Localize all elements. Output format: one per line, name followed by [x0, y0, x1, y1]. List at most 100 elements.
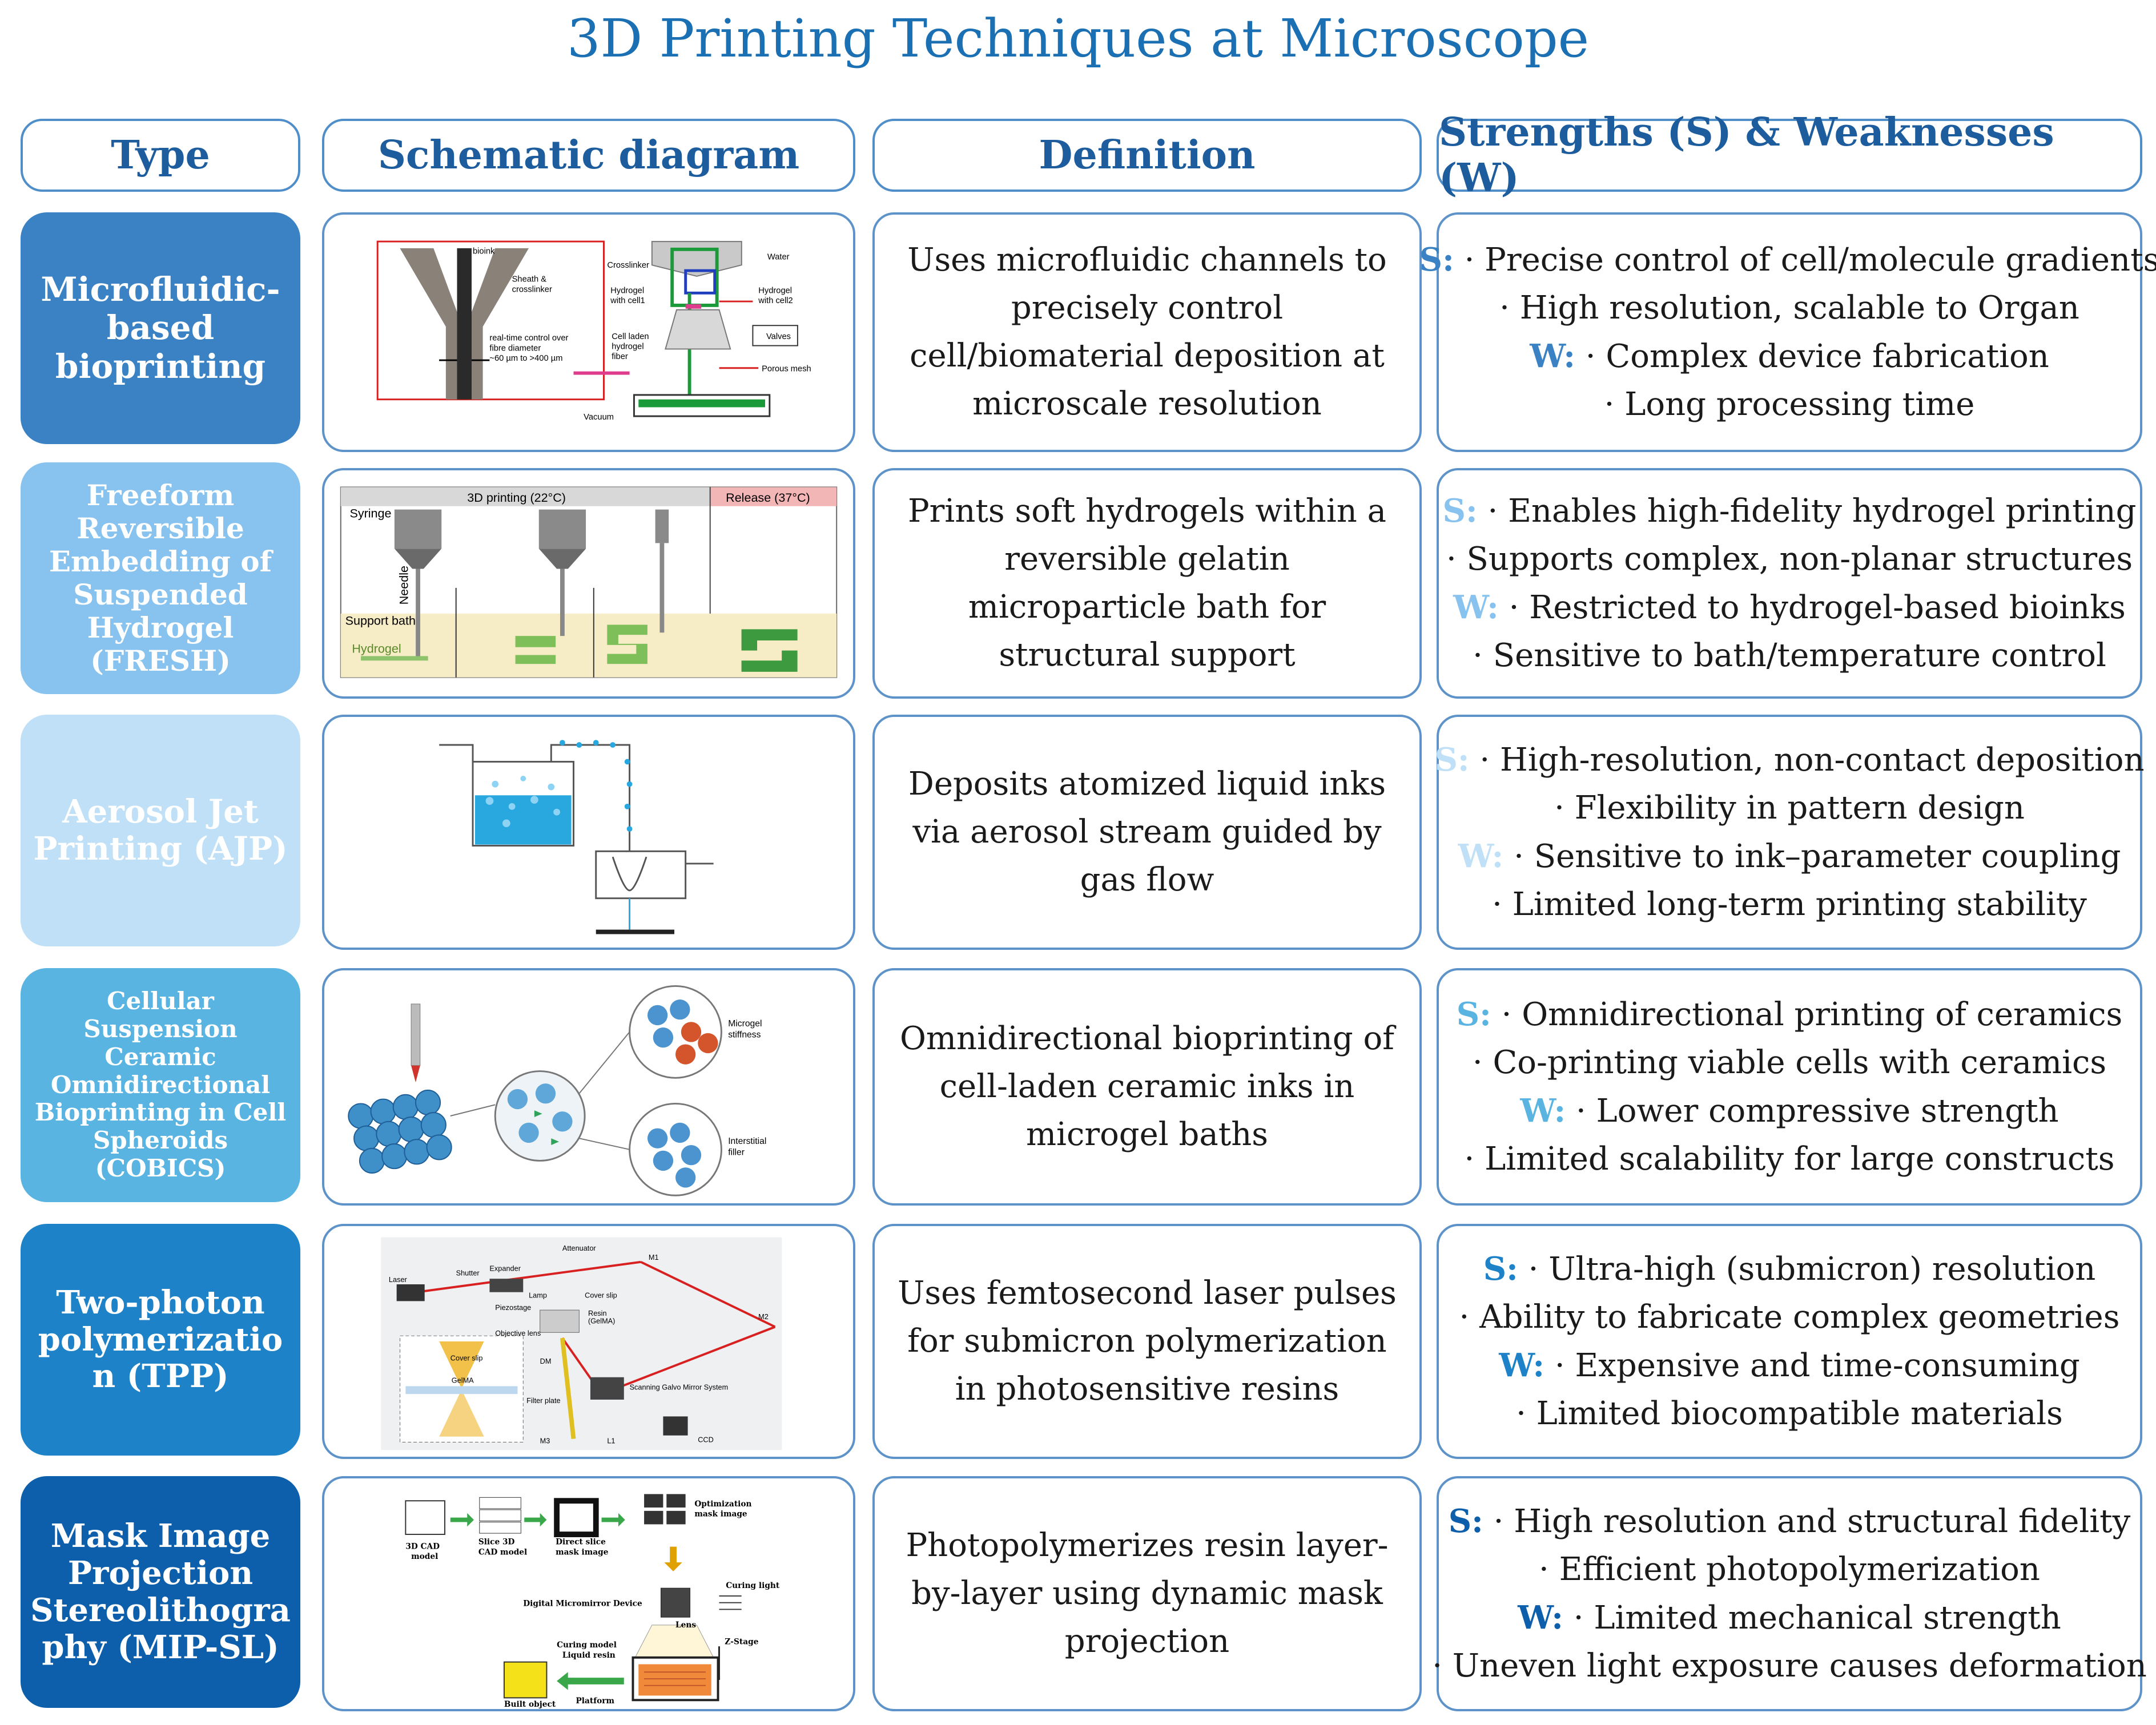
label-cover-slip: Cover slip [585, 1291, 617, 1300]
weakness-line: · Uneven light exposure causes deformati… [1432, 1647, 2147, 1684]
type-mip-sl: Mask Image Projection Stereolithogra phy… [21, 1476, 300, 1708]
weakness-line: · Limited long-term printing stability [1492, 886, 2087, 923]
label-cover-slip-2: Cover slip [450, 1353, 483, 1362]
weakness-line: · Restricted to hydrogel-based bioinks [1509, 589, 2126, 626]
weakness-label: W: [1499, 1347, 1545, 1384]
label-3d-printing: 3D printing (22°C) [467, 490, 566, 505]
label-hydrogel-2: Hydrogel [758, 286, 792, 295]
label-liquid-resin: Liquid resin [562, 1651, 616, 1660]
strength-label: S: [1483, 1250, 1518, 1288]
label-ccd: CCD [698, 1436, 714, 1444]
label-bioink: bioink [473, 247, 495, 256]
label-control: real-time control over [489, 334, 568, 343]
header-type: Type [21, 119, 300, 192]
label-control-2: fibre diameter [489, 344, 541, 353]
label-direct-slice-2: mask image [556, 1547, 609, 1557]
label-attenuator: Attenuator [562, 1244, 597, 1252]
schematic-ajp [322, 715, 855, 950]
weakness-line: · Sensitive to bath/temperature control [1473, 637, 2106, 674]
label-hydrogel-1b: with cell1 [610, 296, 645, 305]
sw-mip-sl: S: · High resolution and structural fide… [1432, 1476, 2147, 1711]
label-z-stage: Z-Stage [725, 1637, 758, 1646]
strength-line: · Supports complex, non-planar structure… [1446, 541, 2133, 578]
definition-text: Omnidirectional bioprinting of cell-lade… [900, 1020, 1394, 1153]
label-dmd: Digital Micromirror Device [523, 1599, 642, 1609]
type-ajp: Aerosol Jet Printing (AJP) [21, 715, 300, 946]
label-m2: M2 [758, 1312, 769, 1321]
label-porous-mesh: Porous mesh [762, 365, 811, 374]
type-tpp: Two-photon polymerizatio n (TPP) [21, 1224, 300, 1456]
sw-cobics: S: · Omnidirectional printing of ceramic… [1437, 968, 2142, 1206]
label-galvo: Scanning Galvo Mirror System [630, 1383, 729, 1391]
definition-text: Photopolymerizes resin layer-by-layer us… [906, 1527, 1389, 1660]
label-built-object: Built object [504, 1700, 556, 1709]
label-filler: filler [728, 1148, 745, 1158]
label-m1: M1 [649, 1253, 659, 1261]
strength-label: S: [1448, 1502, 1483, 1540]
weakness-line: · Complex device fabrication [1585, 338, 2049, 375]
page-title: 3D Printing Techniques at Microscope [566, 8, 1590, 69]
label-lamp: Lamp [529, 1291, 547, 1300]
label-resin-gelma: (GelMA) [588, 1317, 615, 1325]
label-hydrogel-1: Hydrogel [610, 286, 644, 295]
weakness-label: W: [1518, 1599, 1563, 1637]
strength-line: · Ability to fabricate complex geometrie… [1459, 1299, 2120, 1336]
label-stiffness: stiffness [728, 1030, 761, 1040]
weakness-line: · Limited mechanical strength [1573, 1599, 2061, 1637]
label-direct-slice: Direct slice [556, 1538, 606, 1547]
label-release: Release (37°C) [726, 490, 810, 505]
weakness-label: W: [1458, 837, 1504, 875]
strength-line: · Enables high-fidelity hydrogel printin… [1487, 493, 2137, 530]
label-microgel: Microgel [728, 1019, 762, 1029]
weakness-line: · Sensitive to ink–parameter coupling [1514, 838, 2121, 875]
label-piezostage: Piezostage [495, 1303, 531, 1312]
schematic-fresh: 3D printing (22°C) Release (37°C) Syring… [322, 468, 855, 699]
label-filter-plate: Filter plate [526, 1396, 560, 1405]
definition-text: Prints soft hydrogels within a reversibl… [907, 493, 1386, 674]
label-curing-light: Curing light [726, 1581, 780, 1590]
strength-label: S: [1456, 995, 1491, 1033]
label-valves: Valves [766, 332, 791, 341]
label-laser: Laser [389, 1275, 408, 1284]
definition-tpp: Uses femtosecond laser pulses for submic… [872, 1224, 1422, 1459]
label-slice: Slice 3D [478, 1538, 515, 1547]
label-expander: Expander [489, 1264, 521, 1272]
strength-line: · Ultra-high (submicron) resolution [1528, 1251, 2096, 1288]
strength-line: · High resolution and structural fidelit… [1493, 1503, 2131, 1540]
label-resin: Resin [588, 1309, 607, 1317]
type-microfluidic: Microfluidic-based bioprinting [21, 212, 300, 444]
label-curing-model: Curing model [557, 1641, 617, 1650]
strength-label: S: [1419, 241, 1454, 279]
header-definition: Definition [872, 119, 1422, 192]
strength-line: · High resolution, scalable to Organ [1499, 289, 2079, 327]
label-3d-cad-2: model [411, 1552, 438, 1561]
sw-microfluidic: S: · Precise control of cell/molecule gr… [1419, 212, 2156, 452]
schematic-microfluidic: bioink Sheath & crosslinker real-time co… [322, 212, 855, 452]
header-schematic: Schematic diagram [322, 119, 855, 192]
label-water: Water [767, 252, 790, 261]
weakness-line: · Lower compressive strength [1575, 1093, 2059, 1130]
label-platform: Platform [576, 1696, 614, 1706]
type-fresh: Freeform Reversible Embedding of Suspend… [21, 462, 300, 694]
label-sheath: Sheath & [512, 275, 547, 284]
label-interstitial: Interstitial [728, 1136, 766, 1146]
definition-text: Deposits atomized liquid inks via aeroso… [908, 765, 1386, 898]
header-strengths-weaknesses: Strengths (S) & Weaknesses (W) [1437, 110, 2142, 201]
definition-cobics: Omnidirectional bioprinting of cell-lade… [872, 968, 1422, 1206]
sw-fresh: S: · Enables high-fidelity hydrogel prin… [1437, 468, 2142, 699]
label-objective: Objective lens [495, 1329, 541, 1337]
label-hydrogel-2b: with cell2 [758, 296, 793, 305]
strength-line: · Co-printing viable cells with ceramics [1472, 1044, 2107, 1081]
type-cobics: Cellular Suspension Ceramic Omnidirectio… [21, 968, 300, 1202]
schematic-tpp: Laser Shutter Expander Attenuator M1 Lam… [322, 1224, 855, 1459]
label-syringe: Syringe [349, 506, 391, 520]
weakness-label: W: [1520, 1092, 1566, 1130]
label-slice-2: CAD model [478, 1547, 527, 1557]
definition-mip-sl: Photopolymerizes resin layer-by-layer us… [872, 1476, 1422, 1711]
label-hydrogel: Hydrogel [352, 642, 401, 656]
label-dm: DM [540, 1357, 552, 1365]
label-optimization-2: mask image [694, 1510, 747, 1519]
strength-label: S: [1434, 741, 1470, 779]
strength-line: · High-resolution, non-contact depositio… [1479, 741, 2145, 779]
schematic-mip-sl: 3D CAD model Slice 3D CAD model Direct s… [322, 1476, 855, 1711]
